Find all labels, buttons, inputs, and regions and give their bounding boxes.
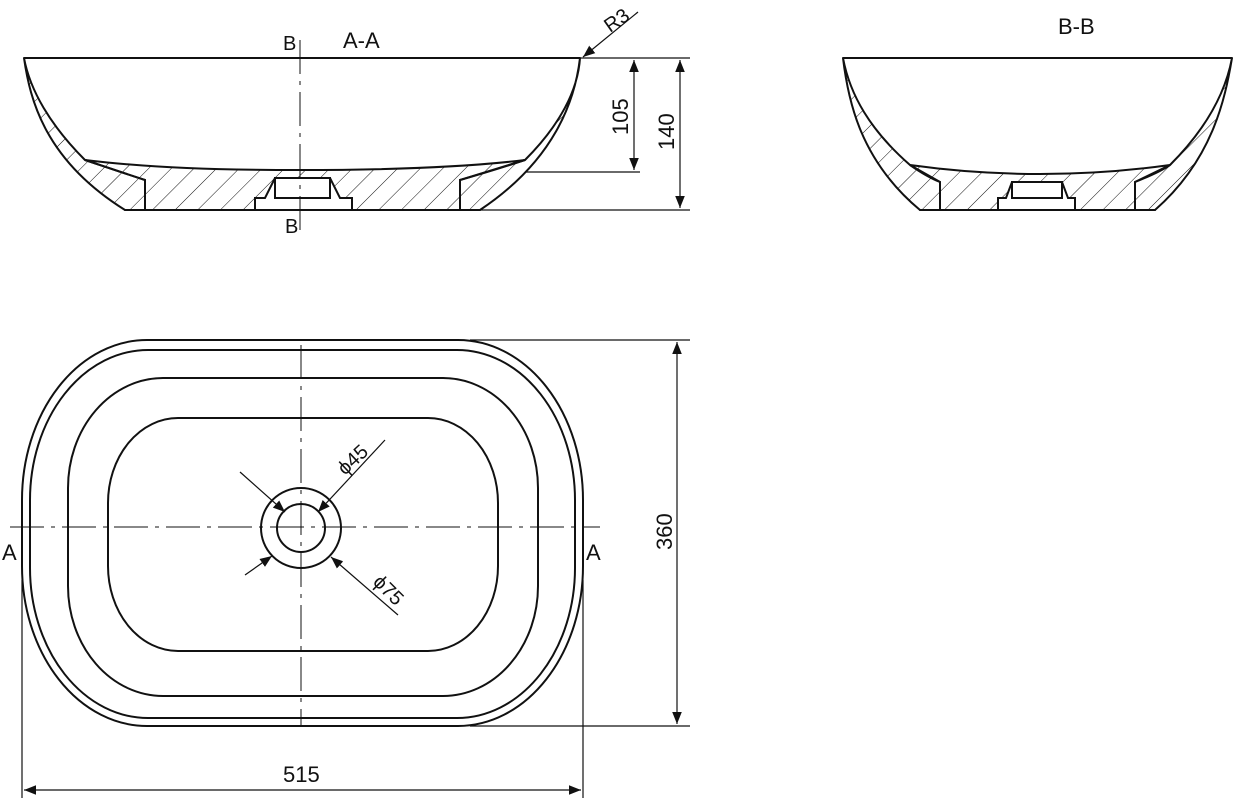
plan-rim-edge <box>29 349 576 719</box>
drain-inner-circle <box>276 503 326 553</box>
aa-right-wall <box>459 57 581 211</box>
dim-length-label: 515 <box>283 762 320 787</box>
section-aa-view: B B A-A R3 105 140 <box>23 5 690 238</box>
dim-inner-depth-label: 105 <box>608 98 633 135</box>
plan-view: ϕ45 ϕ75 A A 360 515 <box>2 339 690 798</box>
dim-total-height-label: 140 <box>654 113 679 150</box>
aa-drain-hole <box>274 177 331 199</box>
plan-outer-rim <box>21 339 584 727</box>
cut-label-a-left: A <box>2 540 17 565</box>
dim-drain-outer-leader-b <box>330 556 399 616</box>
aa-bottom-plate <box>84 159 526 211</box>
dim-drain-outer-label: ϕ75 <box>368 571 407 610</box>
dim-drain-inner-leader-a <box>239 471 286 513</box>
section-bb-title: B-B <box>1058 14 1095 39</box>
cut-label-b-bottom: B <box>285 216 298 238</box>
dim-width-label: 360 <box>652 513 677 550</box>
dim-drain-outer-leader-a <box>244 555 273 576</box>
plan-bowl-wall <box>67 377 539 697</box>
section-bb-view: B-B <box>842 14 1233 211</box>
radius-leader <box>582 11 639 58</box>
dim-drain-inner-label: ϕ45 <box>333 441 372 480</box>
dim-radius-label: R3 <box>600 5 634 38</box>
cut-label-a-right: A <box>586 540 601 565</box>
aa-left-wall <box>23 57 146 211</box>
bb-drain-hole <box>1011 181 1063 199</box>
bb-right-wall <box>1134 57 1233 211</box>
drain-outer-circle <box>260 487 342 569</box>
plan-bowl-floor <box>107 417 499 652</box>
bb-left-wall <box>842 57 941 211</box>
dim-drain-inner-leader-b <box>317 439 386 513</box>
cut-label-b-top: B <box>283 33 296 55</box>
section-aa-title: A-A <box>343 28 380 53</box>
